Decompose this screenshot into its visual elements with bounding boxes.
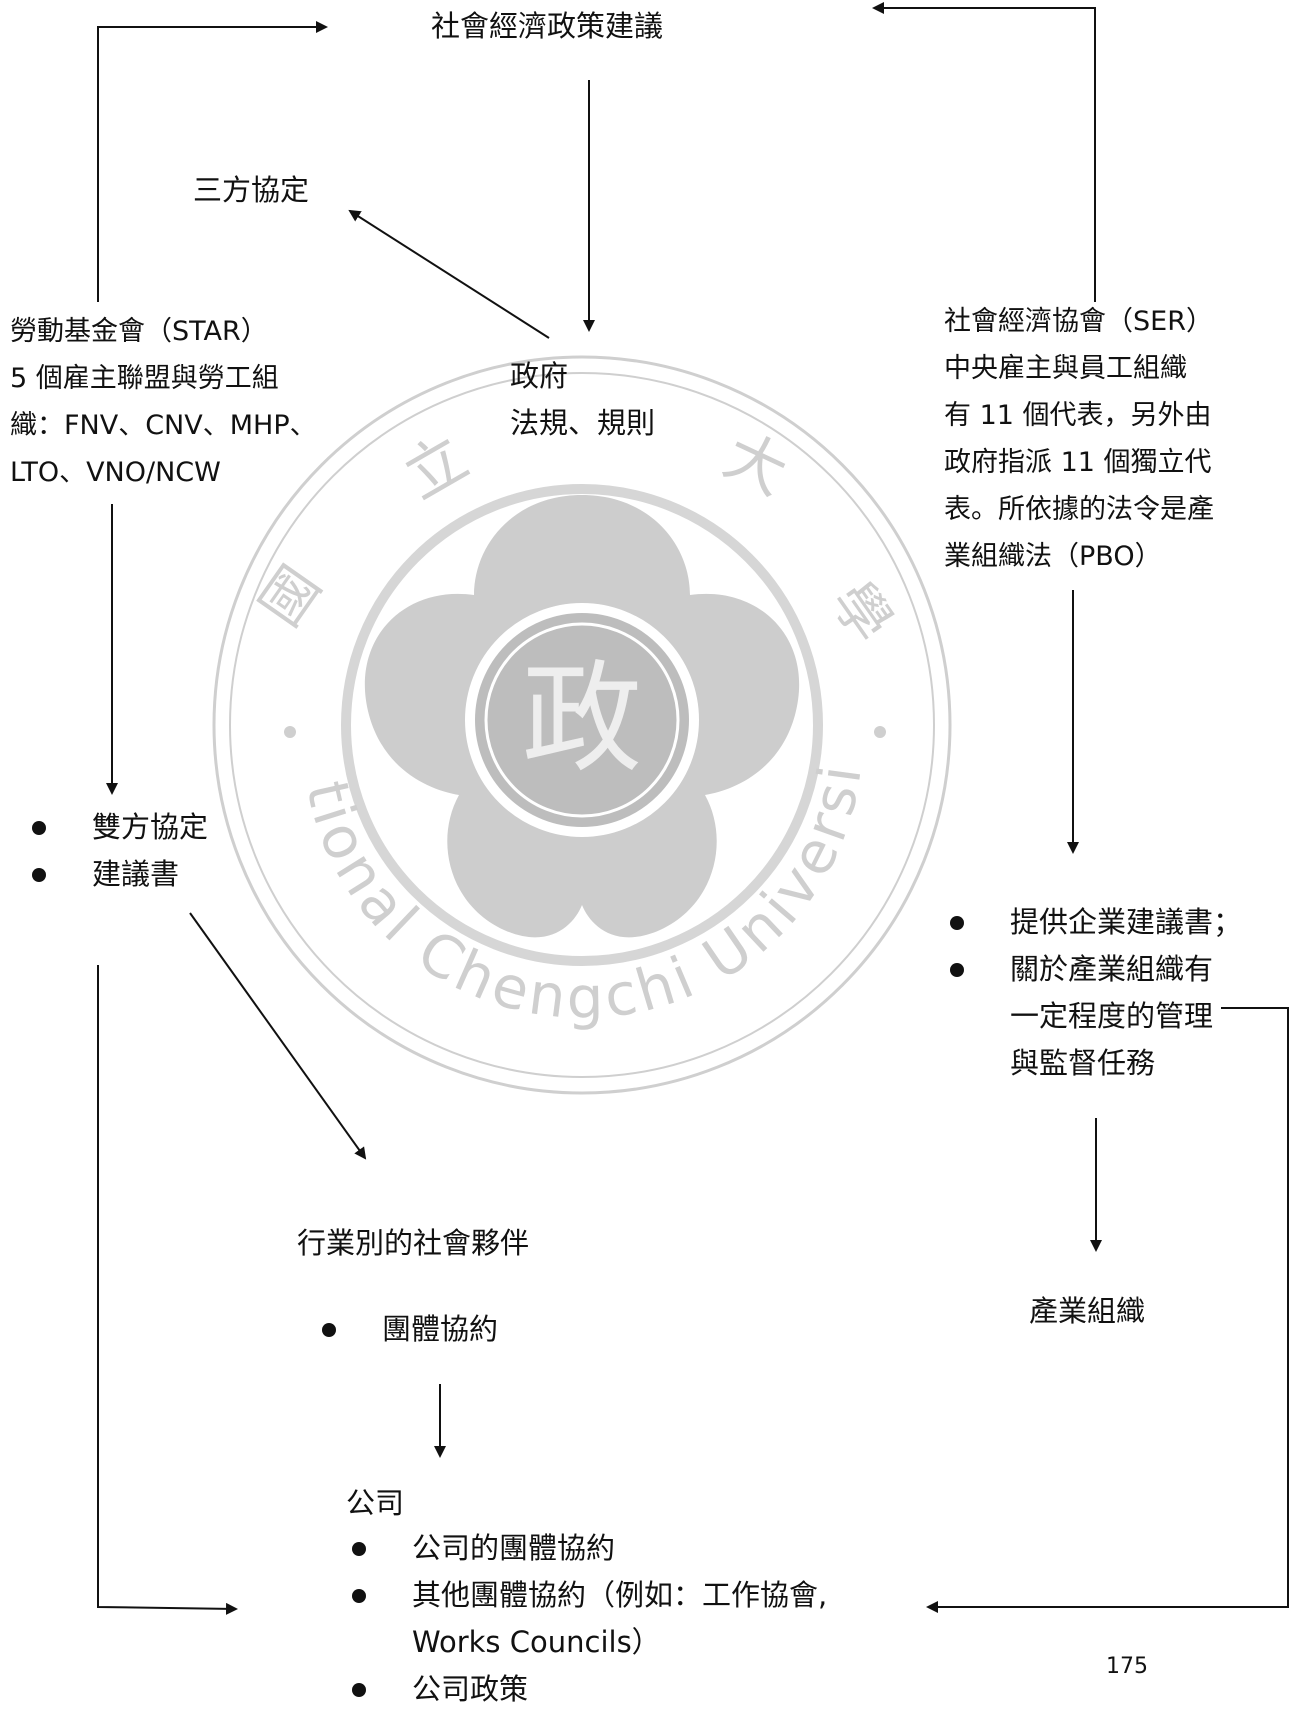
list-item: 建議書 xyxy=(32,851,208,898)
arrow-star-outputs-to-sector xyxy=(189,912,367,1160)
list-item-continuation: 與監督任務 xyxy=(1010,1046,1156,1080)
ser-line-3: 有 11 個代表，另外由 xyxy=(944,400,1212,431)
ser-line-1: 社會經濟協會（SER） xyxy=(944,306,1213,337)
arrow-ser-to-policy xyxy=(872,2,1096,302)
node-policy-advice: 社會經濟政策建議 xyxy=(431,9,664,43)
bullet-icon xyxy=(352,1683,366,1697)
list-item: 公司政策 xyxy=(352,1666,827,1713)
ser-line-5: 表。所依據的法令是產 xyxy=(944,494,1214,525)
arrow-left-to-company xyxy=(97,965,238,1615)
bullet-icon xyxy=(352,1542,366,1556)
list-item: 提供企業建議書； xyxy=(950,899,1242,946)
node-star: 勞動基金會（STAR） 5 個雇主聯盟與勞工組 織：FNV、CNV、MHP、 L… xyxy=(10,308,317,496)
node-ser: 社會經濟協會（SER） 中央雇主與員工組織 有 11 個代表，另外由 政府指派 … xyxy=(944,298,1214,580)
ser-line-4: 政府指派 11 個獨立代 xyxy=(944,447,1212,478)
node-tripartite: 三方協定 xyxy=(193,173,310,207)
page-number: 175 xyxy=(1106,1654,1148,1679)
bullet-icon xyxy=(352,1589,366,1603)
svg-text:政: 政 xyxy=(522,650,642,789)
list-item-continuation: Works Councils） xyxy=(412,1625,661,1659)
company-outputs-list: 公司的團體協約 其他團體協約（例如：工作協會, Works Councils） … xyxy=(352,1525,827,1713)
ser-outputs-list: 提供企業建議書； 關於產業組織有 一定程度的管理 與監督任務 xyxy=(950,899,1242,1087)
star-outputs-list: 雙方協定 建議書 xyxy=(32,804,208,898)
list-item-continuation: 一定程度的管理 xyxy=(1010,999,1214,1033)
bullet-icon xyxy=(32,821,46,835)
list-item: 關於產業組織有 xyxy=(950,946,1242,993)
ser-line-2: 中央雇主與員工組織 xyxy=(944,353,1187,384)
star-line-3: 織：FNV、CNV、MHP、 xyxy=(10,410,317,441)
arrow-star-to-policy xyxy=(97,21,328,302)
ser-line-6: 業組織法（PBO） xyxy=(944,541,1162,572)
star-line-2: 5 個雇主聯盟與勞工組 xyxy=(10,363,279,394)
bullet-icon xyxy=(32,868,46,882)
government-line-1: 政府 xyxy=(510,359,569,393)
bullet-icon xyxy=(322,1323,336,1337)
star-line-4: LTO、VNO/NCW xyxy=(10,457,221,488)
list-item: 其他團體協約（例如：工作協會, xyxy=(352,1572,827,1619)
arrow-government-to-tripartite xyxy=(348,209,550,339)
bullet-icon xyxy=(950,963,964,977)
node-industry-org: 產業組織 xyxy=(1029,1294,1146,1328)
list-item: 團體協約 xyxy=(322,1306,498,1353)
node-sector-partners: 行業別的社會夥伴 xyxy=(297,1226,530,1260)
bullet-icon xyxy=(950,916,964,930)
sector-outputs-list: 團體協約 xyxy=(322,1306,498,1353)
list-item: 雙方協定 xyxy=(32,804,208,851)
node-company: 公司 xyxy=(346,1486,405,1520)
star-line-1: 勞動基金會（STAR） xyxy=(10,316,268,347)
list-item: 公司的團體協約 xyxy=(352,1525,827,1572)
arrow-right-to-company xyxy=(926,1007,1289,1613)
government-line-2: 法規、規則 xyxy=(510,406,656,440)
node-government: 政府 法規、規則 xyxy=(510,353,655,447)
